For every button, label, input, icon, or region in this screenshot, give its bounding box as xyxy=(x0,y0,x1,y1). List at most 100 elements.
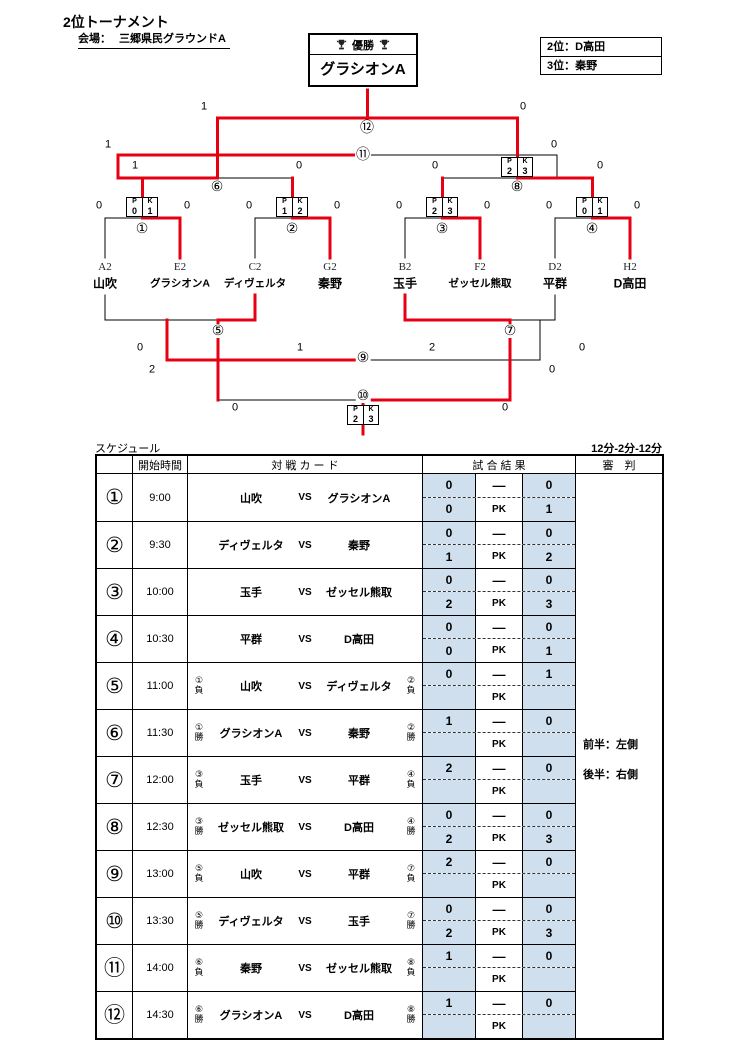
pk-p-label: P xyxy=(282,198,287,205)
match-10-score-right: 0 xyxy=(499,401,511,415)
result-regulation-row: 1 ― 0 xyxy=(423,710,575,733)
standings-box: 2位：D高田 3位：秦野 xyxy=(540,37,662,75)
pk-k-label: K xyxy=(368,406,374,413)
pk-value-right: 3 xyxy=(368,414,374,424)
left-team: 山吹 xyxy=(240,869,262,881)
right-qualifier-result: 勝 xyxy=(406,826,416,836)
right-team: 秦野 xyxy=(348,728,370,740)
match-1-score-right: 0 xyxy=(181,199,193,213)
match-12-circle: ⑫ xyxy=(359,120,375,136)
match-9-circle: ⑨ xyxy=(355,350,371,366)
right-qualifier-result: 負 xyxy=(406,779,416,789)
pk-value-left: 0 xyxy=(131,206,137,216)
left-qualifier-number: ⑥ xyxy=(194,957,204,968)
match-2-score-right: 0 xyxy=(331,199,343,213)
result-regulation-row: 0 ― 0 xyxy=(423,522,575,545)
score-left: 2 xyxy=(423,851,475,873)
seed-label: F2 xyxy=(474,261,486,273)
result-regulation-row: 0 ― 0 xyxy=(423,474,575,498)
result-cell: 0 ― 0 0 PK 1 xyxy=(422,616,575,662)
pk-right: 1 xyxy=(523,639,575,662)
score-dash: ― xyxy=(475,804,523,826)
pk-label: PK xyxy=(475,827,523,850)
score-right: 0 xyxy=(523,945,575,967)
pk-label: PK xyxy=(475,497,523,521)
schedule-row: ③ 10:00 玉手 VS ゼッセル熊取 0 ― 0 2 PK 3 xyxy=(97,568,575,615)
header-start-time: 開始時間 xyxy=(132,456,187,473)
pk-right xyxy=(523,968,575,991)
pk-label: PK xyxy=(475,639,523,662)
pk-right: 3 xyxy=(523,592,575,615)
score-dash: ― xyxy=(475,474,523,497)
result-regulation-row: 2 ― 0 xyxy=(423,851,575,874)
team-name: 秦野 xyxy=(317,276,343,291)
result-pk-row: 0 PK 1 xyxy=(423,639,575,662)
pk-k-label: K xyxy=(147,198,153,205)
result-pk-row: PK xyxy=(423,1015,575,1038)
match-7-score-right: 0 xyxy=(576,341,588,355)
left-qualifier-number: ③ xyxy=(194,769,204,780)
pk-label: PK xyxy=(475,921,523,944)
pk-p-label: P xyxy=(507,158,512,165)
vs-label: VS xyxy=(298,539,312,551)
match-number: ② xyxy=(105,532,124,557)
referee-note-first-half: 前半：左側 xyxy=(583,739,638,751)
result-pk-row: 2 PK 3 xyxy=(423,827,575,850)
match-4-score-left: 0 xyxy=(543,199,555,213)
match-12-score-left: 1 xyxy=(198,100,210,114)
match-2-circle: ② xyxy=(284,221,300,237)
match-card-cell: 玉手 VS ゼッセル熊取 xyxy=(187,569,422,615)
right-team: D高田 xyxy=(344,634,374,646)
left-team: ディヴェルタ xyxy=(218,540,284,552)
score-left: 0 xyxy=(423,522,475,544)
right-qualifier-number: ⑦ xyxy=(406,910,416,921)
left-qualifier-result: 負 xyxy=(194,779,204,789)
left-qualifier-number: ⑤ xyxy=(194,910,204,921)
right-qualifier-number: ④ xyxy=(406,816,416,827)
start-time: 14:30 xyxy=(132,992,187,1038)
match-10-circle: ⑩ xyxy=(355,388,371,404)
score-right: 0 xyxy=(523,522,575,544)
team-name: ディヴェルタ xyxy=(223,277,287,290)
match-card-cell: 平群 VS D高田 xyxy=(187,616,422,662)
result-regulation-row: 0 ― 0 xyxy=(423,804,575,827)
schedule-row: ② 9:30 ディヴェルタ VS 秦野 0 ― 0 1 PK 2 xyxy=(97,521,575,568)
right-team: 平群 xyxy=(348,775,370,787)
match-number-cell: ② xyxy=(97,522,132,568)
right-team: ゼッセル熊取 xyxy=(326,963,392,975)
result-cell: 2 ― 0 PK xyxy=(422,851,575,897)
match-number: ⑥ xyxy=(105,720,124,745)
match-number-cell: ⑦ xyxy=(97,757,132,803)
start-time: 11:30 xyxy=(132,710,187,756)
result-regulation-row: 2 ― 0 xyxy=(423,757,575,780)
result-cell: 0 ― 0 2 PK 3 xyxy=(422,569,575,615)
pk-value-right: 1 xyxy=(147,206,153,216)
score-dash: ― xyxy=(475,569,523,591)
pk-p-label: P xyxy=(132,198,137,205)
vs-label: VS xyxy=(298,727,312,739)
match-4-circle: ④ xyxy=(584,221,600,237)
pk-left xyxy=(423,733,475,756)
score-dash: ― xyxy=(475,945,523,967)
pk-right xyxy=(523,1015,575,1038)
right-qualifier-result: 勝 xyxy=(406,920,416,930)
score-right: 0 xyxy=(523,616,575,638)
pk-left xyxy=(423,780,475,803)
match-number-cell: ⑤ xyxy=(97,663,132,709)
result-pk-row: PK xyxy=(423,968,575,991)
right-qualifier-number: ② xyxy=(406,675,416,686)
header-referee: 審 判 xyxy=(575,456,662,473)
score-right: 0 xyxy=(523,757,575,779)
left-qualifier-number: ① xyxy=(194,722,204,733)
result-regulation-row: 0 ― 0 xyxy=(423,616,575,639)
result-regulation-row: 1 ― 0 xyxy=(423,992,575,1015)
pk-value-right: 2 xyxy=(297,206,303,216)
